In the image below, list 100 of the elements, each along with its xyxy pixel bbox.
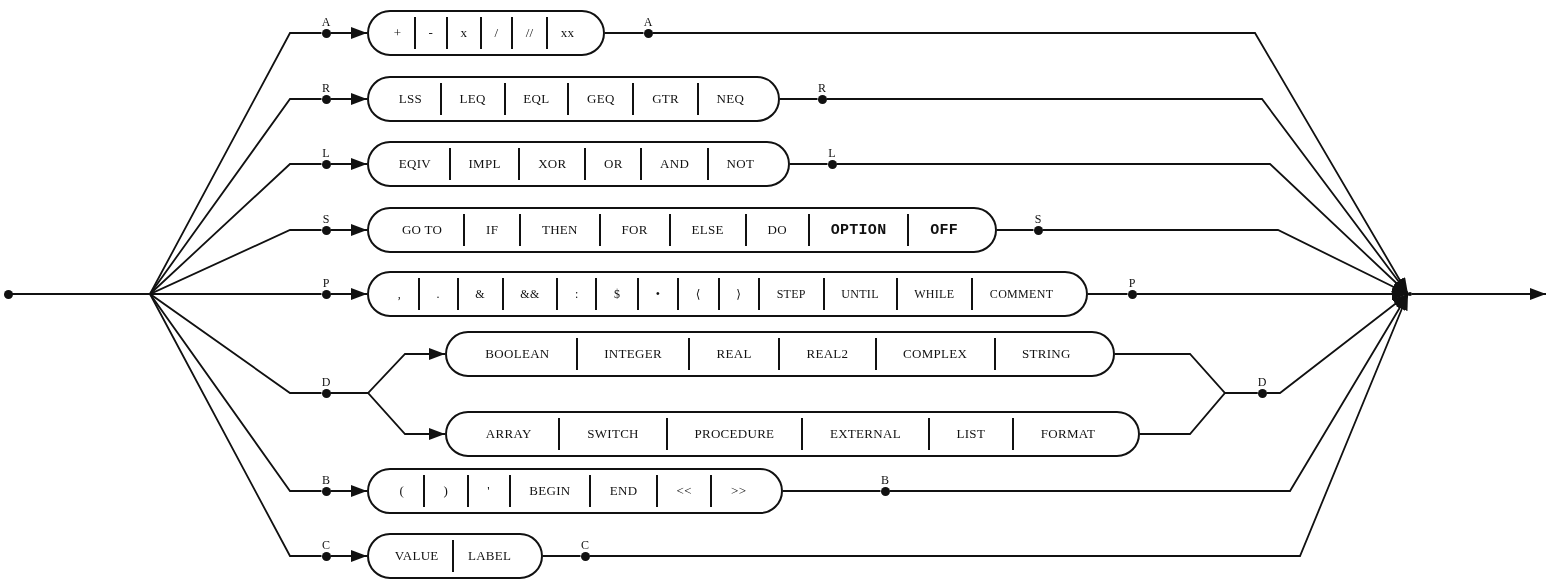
arrow	[888, 293, 1409, 492]
keyword-text: VALUE	[393, 547, 440, 565]
keyword-text: +	[392, 24, 403, 42]
arrow	[651, 32, 1409, 295]
branch-letter: S	[322, 211, 330, 226]
keyword-pill	[445, 411, 1140, 457]
branch-letter: S	[1034, 211, 1042, 226]
keyword-text: THEN	[519, 214, 599, 246]
connector-line	[779, 98, 819, 100]
keyword-text: GEQ	[567, 83, 633, 115]
keyword-text: GO TO	[400, 221, 444, 239]
arrow	[329, 93, 368, 105]
branch-letter: L	[828, 145, 836, 160]
keyword-text: IF	[463, 214, 520, 246]
branch-letter: B	[881, 472, 889, 487]
keyword-text: SWITCH	[558, 418, 666, 450]
arrow	[329, 158, 368, 170]
keyword-text: REAL2	[778, 338, 875, 370]
keyword-text: BEGIN	[508, 475, 590, 507]
keyword-text: PROCEDURE	[665, 418, 802, 450]
branch-letter: D	[1257, 374, 1267, 389]
keyword-text: '	[466, 475, 509, 507]
keyword-text: DO	[744, 214, 808, 246]
keyword-text: :	[556, 278, 596, 310]
arrow	[329, 224, 368, 236]
branch-letter: C	[322, 537, 330, 552]
keyword-text: ARRAY	[484, 425, 533, 443]
keyword-text: IMPL	[448, 148, 519, 180]
keyword-pill	[367, 468, 783, 514]
keyword-text: •	[637, 278, 678, 310]
keyword-text: GTR	[632, 83, 697, 115]
arrow	[1265, 293, 1409, 394]
junction-dot	[1408, 292, 1412, 296]
arrow	[329, 392, 446, 440]
arrow	[1411, 288, 1547, 300]
keyword-text: AND	[640, 148, 707, 180]
branch-letter: A	[643, 14, 653, 29]
keyword-pill	[367, 141, 790, 187]
keyword-text: ⟩	[717, 278, 758, 310]
keyword-text: &&	[501, 278, 557, 310]
start-dot	[3, 289, 13, 299]
connector-line	[542, 555, 582, 557]
branch-letter: R	[322, 80, 330, 95]
keyword-text: <<	[655, 475, 711, 507]
keyword-text: /	[479, 17, 512, 49]
keyword-text: ,	[396, 285, 403, 303]
keyword-text: OR	[584, 148, 641, 180]
connector-line	[789, 163, 829, 165]
keyword-text: OFF	[907, 214, 979, 246]
keyword-text: STEP	[757, 278, 823, 310]
keyword-text: -	[413, 17, 446, 49]
keyword-text: NOT	[706, 148, 772, 180]
keyword-text: REAL	[688, 338, 779, 370]
keyword-text: NEQ	[696, 83, 762, 115]
keyword-text: WHILE	[895, 278, 972, 310]
keyword-text: INTEGER	[575, 338, 689, 370]
arrow	[835, 163, 1409, 295]
branch-letter: C	[581, 537, 589, 552]
arrow	[588, 293, 1409, 557]
connector-line	[996, 229, 1035, 231]
arrow	[1135, 288, 1409, 300]
keyword-text: COMPLEX	[874, 338, 994, 370]
branch-letter: P	[1128, 275, 1136, 290]
keyword-text: EXTERNAL	[801, 418, 928, 450]
keyword-text: >>	[710, 475, 765, 507]
keyword-text: XOR	[518, 148, 585, 180]
connector-line	[1139, 392, 1259, 435]
branch-letter: B	[322, 472, 330, 487]
connector-line	[782, 490, 882, 492]
arrow	[329, 288, 368, 300]
arrow	[329, 485, 368, 497]
keyword-text: FOR	[598, 214, 669, 246]
keyword-text: EQL	[503, 83, 568, 115]
keyword-pill	[367, 76, 780, 122]
branch-letter: P	[322, 275, 330, 290]
keyword-text: //	[511, 17, 547, 49]
branch-letter: D	[321, 374, 331, 389]
branch-letter: L	[322, 145, 330, 160]
arrow	[329, 27, 368, 39]
keyword-text: ⟨	[677, 278, 718, 310]
keyword-text: EQIV	[397, 155, 432, 173]
keyword-text: COMMENT	[971, 278, 1070, 310]
branch-letter: R	[818, 80, 826, 95]
keyword-text: x	[445, 17, 480, 49]
keyword-text: END	[589, 475, 656, 507]
keyword-text: STRING	[993, 338, 1098, 370]
keyword-text: $	[595, 278, 638, 310]
keyword-text: BOOLEAN	[484, 345, 551, 363]
keyword-text: LIST	[927, 418, 1012, 450]
keyword-text: xx	[546, 17, 588, 49]
keyword-text: UNTIL	[822, 278, 896, 310]
connector-line	[1087, 293, 1129, 295]
keyword-text: &	[456, 278, 502, 310]
keyword-pill	[367, 271, 1088, 317]
keyword-text: LSS	[397, 90, 424, 108]
branch-letter: A	[321, 14, 331, 29]
keyword-text: .	[417, 278, 457, 310]
keyword-pill	[367, 533, 543, 579]
keyword-text: OPTION	[807, 214, 908, 246]
keyword-text: (	[398, 482, 406, 500]
